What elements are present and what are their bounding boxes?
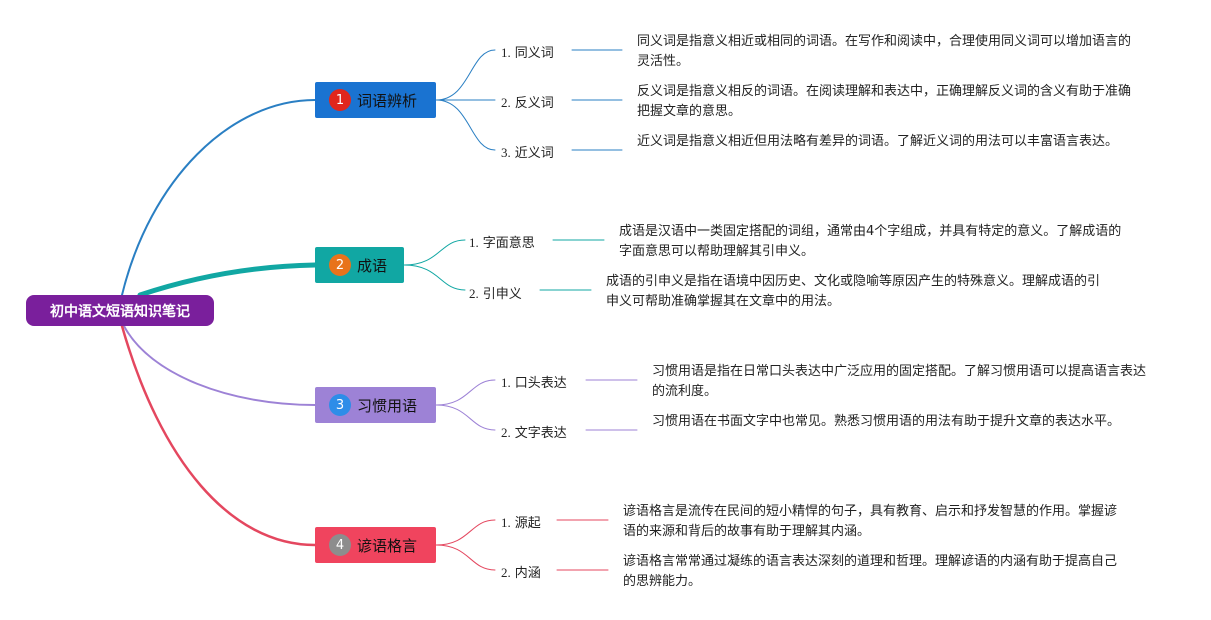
connector-root-topic-2 — [137, 262, 318, 298]
connector-root-topic-4 — [120, 324, 317, 547]
root-title: 初中语文短语知识笔记 — [50, 303, 190, 320]
subtopic-near-synonyms[interactable]: 3.近义词 — [501, 145, 554, 160]
topic-title: 习惯用语 — [357, 396, 418, 415]
note-written-expression: 习惯用语在书面文字中也常见。熟悉习惯用语的用法有助于提升文章的表达水平。 — [652, 414, 1121, 429]
note-extended-meaning: 成语的引申义是指在语境中因历史、文化或隐喻等原因产生的特殊意义。理解成语的引申义… — [606, 274, 1101, 309]
connector-topic-4-sub-1 — [435, 519, 496, 546]
subtopic-synonyms[interactable]: 1.同义词 — [501, 45, 554, 60]
topic-node-proverbs[interactable]: 4 谚语格言 — [315, 527, 436, 563]
connector-root-topic-1 — [121, 99, 316, 296]
topic-node-idioms[interactable]: 2 成语 — [315, 247, 404, 283]
topic-title: 词语辨析 — [357, 91, 418, 110]
subtopic-written-expression[interactable]: 2.文字表达 — [501, 425, 567, 440]
connector-root-topic-3 — [123, 325, 316, 406]
topic-number-badge: 3 — [329, 394, 351, 416]
topic-number-badge: 1 — [329, 89, 351, 111]
note-near-synonyms: 近义词是指意义相近但用法略有差异的词语。了解近义词的用法可以丰富语言表达。 — [637, 134, 1119, 149]
connector-topic-3-sub-1 — [435, 379, 496, 406]
note-antonyms: 反义词是指意义相反的词语。在阅读理解和表达中，正确理解反义词的含义有助于准确把握… — [637, 84, 1132, 119]
root-node[interactable]: 初中语文短语知识笔记 — [26, 295, 214, 326]
note-origin: 谚语格言是流传在民间的短小精悍的句子，具有教育、启示和抒发智慧的作用。掌握谚语的… — [623, 504, 1118, 539]
subtopic-origin[interactable]: 1.源起 — [501, 515, 541, 530]
note-literal-meaning: 成语是汉语中一类固定搭配的词组，通常由4个字组成，并具有特定的意义。了解成语的字… — [619, 224, 1122, 259]
subtopic-connotation[interactable]: 2.内涵 — [501, 565, 541, 580]
subtopic-extended-meaning[interactable]: 2.引申义 — [469, 286, 522, 301]
note-connotation: 谚语格言常常通过凝练的语言表达深刻的道理和哲理。理解谚语的内涵有助于提高自己的思… — [623, 554, 1118, 589]
subtopic-antonyms[interactable]: 2.反义词 — [501, 95, 554, 110]
connector-topic-3-sub-2 — [435, 404, 496, 431]
connector-topic-4-sub-2 — [435, 544, 496, 571]
connector-topic-1-sub-1 — [435, 49, 496, 101]
note-synonyms: 同义词是指意义相近或相同的词语。在写作和阅读中，合理使用同义词可以增加语言的灵活… — [637, 34, 1132, 69]
connector-topic-1-sub-3 — [435, 99, 496, 151]
connector-topic-2-sub-1 — [403, 239, 466, 266]
topic-title: 成语 — [357, 256, 388, 275]
topic-title: 谚语格言 — [357, 536, 418, 555]
topic-node-word-discrimination[interactable]: 1 词语辨析 — [315, 82, 436, 118]
topic-node-common-phrases[interactable]: 3 习惯用语 — [315, 387, 436, 423]
subtopic-oral-expression[interactable]: 1.口头表达 — [501, 375, 567, 390]
topic-number-badge: 4 — [329, 534, 351, 556]
topic-number-badge: 2 — [329, 254, 351, 276]
connector-topic-2-sub-2 — [403, 264, 466, 291]
subtopic-literal-meaning[interactable]: 1.字面意思 — [469, 235, 535, 250]
note-oral-expression: 习惯用语是指在日常口头表达中广泛应用的固定搭配。了解习惯用语可以提高语言表达的流… — [652, 364, 1147, 399]
